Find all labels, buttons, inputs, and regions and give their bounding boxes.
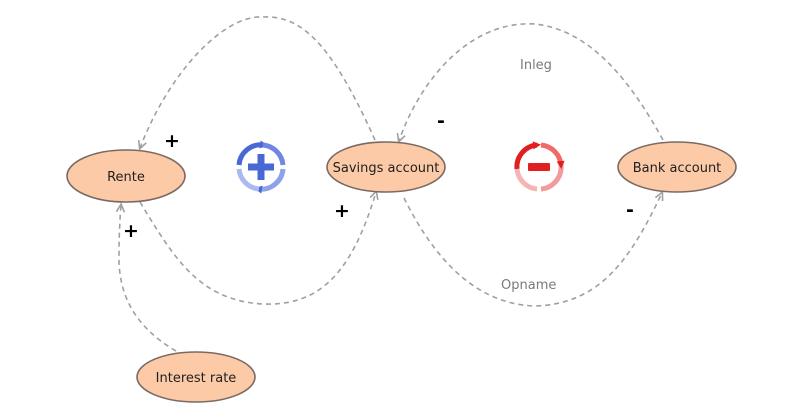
edge-bank-to-savings: [399, 23, 664, 141]
edge-savings-to-rente: [140, 16, 376, 148]
edge-savings-to-bank: [403, 193, 662, 307]
edge-label-inleg: Inleg: [520, 58, 552, 73]
polarity-savings-to-bank: -: [626, 199, 634, 221]
node-rente-label: Rente: [107, 170, 145, 185]
node-bank-account-label: Bank account: [633, 161, 722, 176]
node-rente[interactable]: Rente: [66, 149, 186, 203]
node-savings-account[interactable]: Savings account: [326, 141, 446, 193]
edge-interest-rate-to-rente: [119, 205, 177, 352]
polarity-savings-to-rente: +: [164, 130, 180, 152]
node-bank-account[interactable]: Bank account: [617, 141, 737, 193]
node-savings-account-label: Savings account: [333, 161, 440, 176]
polarity-bank-to-savings: -: [437, 110, 445, 132]
node-interest-rate[interactable]: Interest rate: [136, 351, 256, 403]
polarity-interest-rate-to-rente: +: [123, 220, 139, 242]
edge-rente-to-savings: [139, 192, 376, 305]
reinforcing-loop-icon: [236, 140, 286, 194]
edge-label-opname: Opname: [501, 278, 556, 293]
polarity-rente-to-savings: +: [334, 200, 350, 222]
balancing-loop-icon: [514, 141, 565, 192]
node-interest-rate-label: Interest rate: [156, 371, 237, 386]
